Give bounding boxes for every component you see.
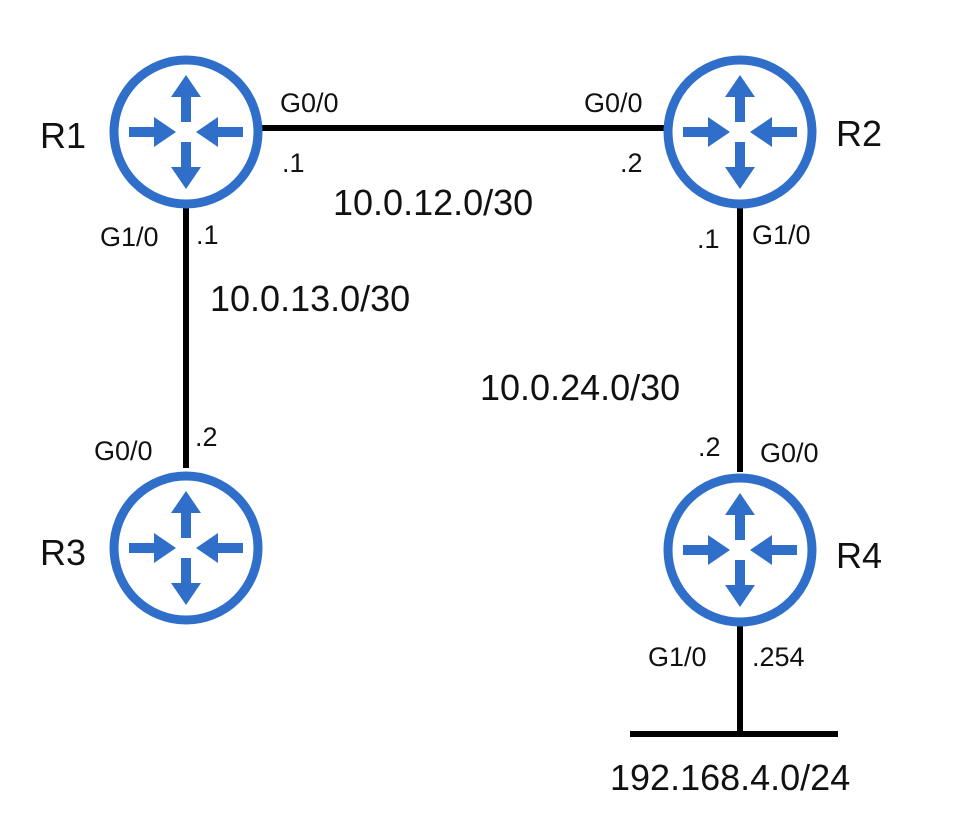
network-label-lan: 192.168.4.0/24 bbox=[610, 757, 851, 798]
r1-g1-0-ip: .1 bbox=[196, 220, 219, 250]
r3-g0-0-label: G0/0 bbox=[94, 436, 153, 466]
r4-g0-0-ip: .2 bbox=[698, 432, 721, 462]
network-label-r1-r3: 10.0.13.0/30 bbox=[210, 278, 411, 319]
r2-g0-0-label: G0/0 bbox=[584, 88, 643, 118]
r4-g1-0-label: G1/0 bbox=[648, 642, 707, 672]
router-icon bbox=[668, 478, 812, 622]
r3-g0-0-ip: .2 bbox=[195, 422, 218, 452]
router-r1-label: R1 bbox=[40, 115, 87, 156]
r1-g0-0-label: G0/0 bbox=[280, 88, 339, 118]
r2-g1-0-ip: .1 bbox=[697, 224, 720, 254]
r2-g1-0-label: G1/0 bbox=[752, 220, 811, 250]
r2-g0-0-ip: .2 bbox=[620, 148, 643, 178]
router-icon bbox=[114, 60, 258, 204]
r4-g0-0-label: G0/0 bbox=[760, 438, 819, 468]
r4-g1-0-ip: .254 bbox=[752, 642, 805, 672]
router-r3-label: R3 bbox=[40, 532, 87, 573]
router-icon bbox=[114, 476, 258, 620]
r1-g1-0-label: G1/0 bbox=[100, 222, 159, 252]
network-label-r1-r2: 10.0.12.0/30 bbox=[333, 182, 534, 223]
r1-g0-0-ip: .1 bbox=[282, 148, 305, 178]
router-r2-label: R2 bbox=[836, 113, 883, 154]
router-icon bbox=[668, 60, 812, 204]
router-r4-label: R4 bbox=[836, 535, 883, 576]
network-label-r2-r4: 10.0.24.0/30 bbox=[480, 367, 681, 408]
